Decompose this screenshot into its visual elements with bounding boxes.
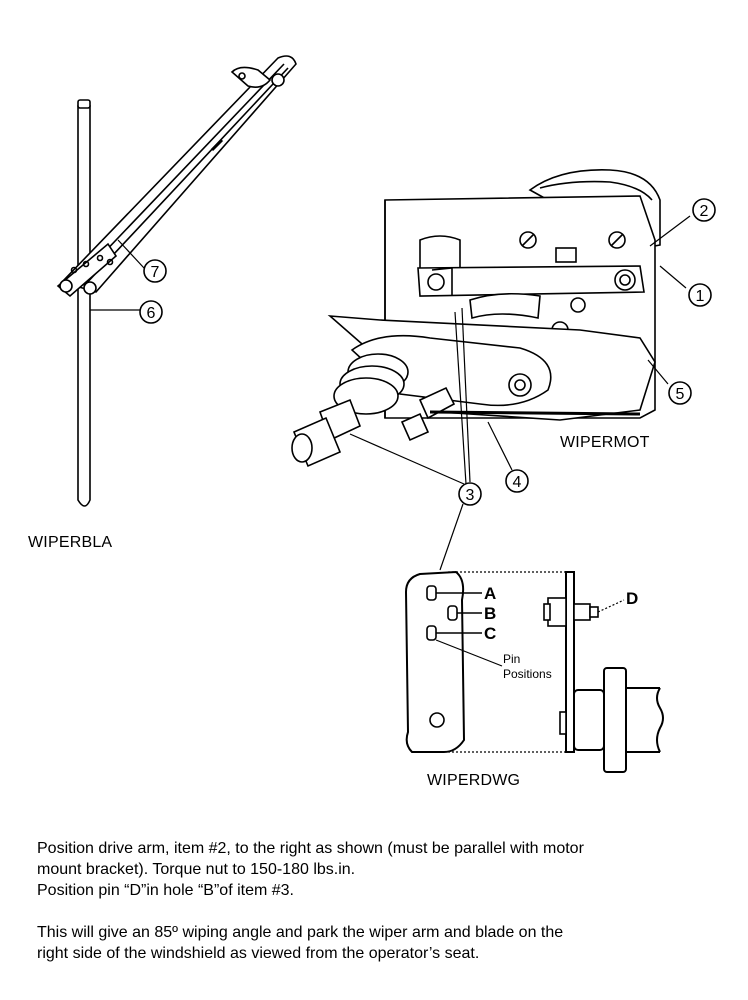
label-wipermot: WIPERMOT [560,434,650,451]
hole-c [426,625,437,641]
callout-4: 4 [505,469,529,493]
instruction-line-3: Position pin “D”in hole “B”of item #3. [37,882,294,899]
svg-text:4: 4 [513,474,522,491]
instruction-line-2: mount bracket). Torque nut to 150-180 lb… [37,861,356,878]
pin-note-line2: Positions [503,667,552,681]
svg-text:7: 7 [151,264,160,281]
callout-7: 7 [143,259,167,283]
hole-a [426,585,437,601]
wiper-blade [77,105,91,507]
pin-label-d: D [626,589,638,608]
wiper-installation-diagram: 7 6 [56,55,716,773]
label-wiperbla: WIPERBLA [28,534,113,551]
svg-text:6: 6 [147,305,156,322]
hole-label-a: A [484,584,496,603]
pin-position-detail [404,570,664,773]
wiper-blade-assembly [56,55,297,507]
hole-label-b: B [484,604,496,623]
svg-text:3: 3 [466,487,475,504]
svg-text:1: 1 [696,288,705,305]
callout-5: 5 [668,381,692,405]
svg-text:5: 5 [676,386,685,403]
pivot-hole [429,712,445,728]
callout-2: 2 [692,198,716,222]
label-wiperdwg: WIPERDWG [427,772,521,789]
pin-note-line1: Pin [503,652,520,666]
wiper-motor-assembly [291,169,691,485]
hole-label-c: C [484,624,496,643]
hole-b [447,605,458,621]
callout-6: 6 [139,300,163,324]
svg-text:2: 2 [700,203,709,220]
callout-3: 3 [458,482,482,506]
instruction-line-1: Position drive arm, item #2, to the righ… [37,840,584,857]
instruction-line-4: This will give an 85º wiping angle and p… [37,924,564,941]
callout-1: 1 [688,283,712,307]
instruction-line-5: right side of the windshield as viewed f… [37,945,480,962]
drive-arm [417,265,645,297]
instructions-text: Position drive arm, item #2, to the righ… [37,838,727,964]
